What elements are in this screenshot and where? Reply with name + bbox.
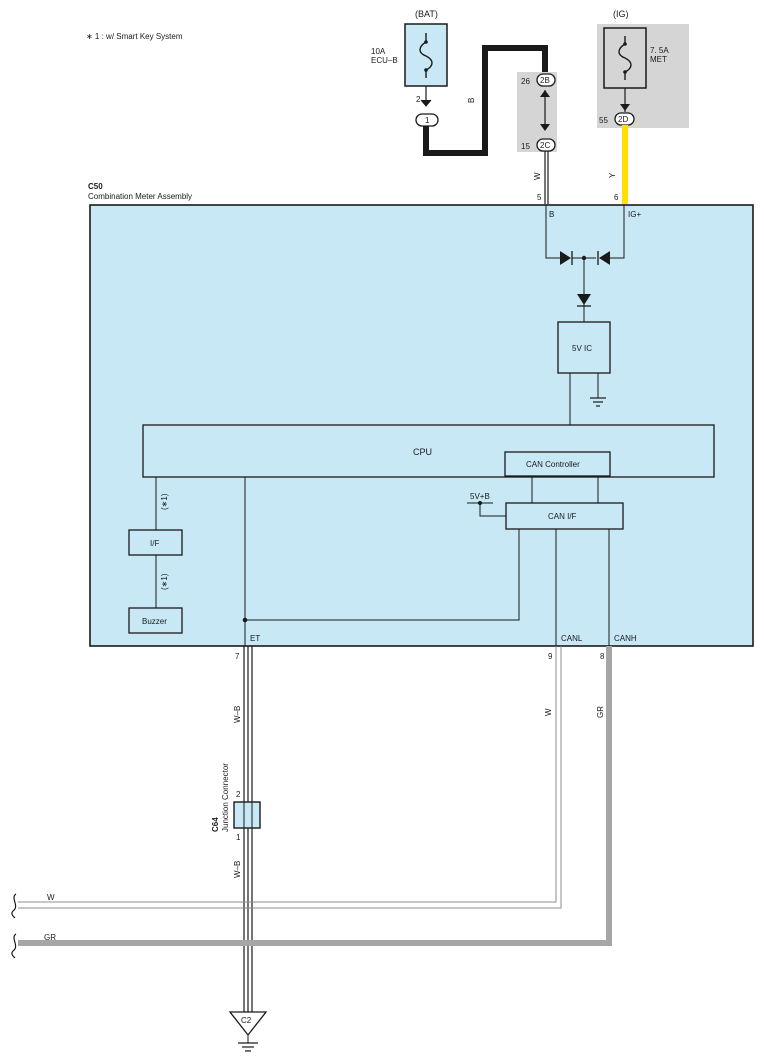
- wire-b-bat: [423, 45, 548, 156]
- junction-code: C64: [211, 817, 220, 832]
- ig-fuse-icon: [618, 36, 632, 80]
- diode-igplus: [599, 251, 610, 265]
- jb-upper-pin: 26: [521, 77, 530, 86]
- wire-color-b: B: [467, 98, 476, 103]
- wire-w-canl: [18, 646, 557, 903]
- jb-lower-connector-id: 2C: [540, 141, 550, 150]
- ground-point-c2: [228, 1011, 268, 1037]
- can-if-label: CAN I/F: [548, 512, 577, 521]
- buzzer-label: Buzzer: [142, 617, 167, 626]
- jb-upper-connector: [536, 73, 556, 87]
- terminal-name-canl: CANL: [561, 634, 583, 643]
- terminal-pin-igplus: 6: [614, 193, 619, 202]
- wire-gr-canh: [18, 646, 612, 946]
- ground-label: C2: [241, 1016, 252, 1025]
- wire-color-wb-upper: W–B: [233, 706, 242, 723]
- option-tag-upper: (∗1): [160, 493, 169, 510]
- bus-break-mark-w: [11, 893, 17, 919]
- option-tag-lower: (∗1): [160, 573, 169, 590]
- diode-b: [560, 251, 571, 265]
- module-name: Combination Meter Assembly: [88, 192, 192, 201]
- bat-fuse-name: ECU–B: [371, 56, 398, 65]
- buzzer-block: [128, 607, 183, 634]
- wire-color-y: Y: [608, 172, 617, 178]
- junction-connector: [233, 801, 261, 829]
- if-label: I/F: [150, 539, 159, 548]
- terminal-name-b: B: [549, 210, 554, 219]
- wire-color-w-canl: W: [544, 708, 553, 716]
- ig-source-label: (IG): [613, 9, 629, 19]
- terminal-name-et: ET: [250, 634, 260, 643]
- bat-pin-number: 2: [416, 95, 421, 104]
- wire-color-gr-canh: GR: [596, 706, 605, 718]
- bat-connector-id: 1: [425, 116, 430, 125]
- terminal-name-canh: CANH: [614, 634, 637, 643]
- junction-pin-top: 2: [236, 790, 241, 799]
- supply-5vb-label: 5V+B: [470, 492, 490, 501]
- bat-source-label: (BAT): [415, 9, 438, 19]
- smart-key-note: ∗ 1 : w/ Smart Key System: [86, 32, 183, 41]
- terminal-pin-canh: 8: [600, 652, 605, 661]
- terminal-pin-et: 7: [235, 652, 240, 661]
- bus-line-low-label: W: [47, 893, 55, 902]
- diode-series: [577, 294, 591, 305]
- ig-connector-id: 2D: [618, 115, 628, 124]
- can-controller-block: [504, 451, 611, 477]
- ig-fuse-name: MET: [650, 55, 667, 64]
- terminal-pin-canl: 9: [548, 652, 553, 661]
- can-controller-label: CAN Controller: [526, 460, 580, 469]
- terminal-name-igplus: IG+: [628, 210, 641, 219]
- bat-fuse-icon: [419, 33, 433, 78]
- terminal-pin-b: 5: [537, 193, 542, 202]
- wire-color-w-b: W: [533, 172, 542, 180]
- junction-pin-bottom: 1: [236, 833, 241, 842]
- jb-lower-pin: 15: [521, 142, 530, 151]
- bus-break-mark-gr: [11, 933, 17, 959]
- ig-pin-number: 55: [599, 116, 608, 125]
- ic-5v-block: [557, 321, 611, 374]
- bat-fuse-rating: 10A: [371, 47, 386, 56]
- junction-name: Junction Connector: [221, 763, 230, 832]
- cpu-label: CPU: [413, 447, 432, 457]
- bus-line-high-label: GR: [44, 933, 56, 942]
- jb-upper-connector-id: 2B: [540, 76, 550, 85]
- jb-lower-connector: [536, 138, 556, 152]
- ic-5v-label: 5V IC: [572, 344, 592, 353]
- cpu-block: [142, 424, 715, 478]
- wire-color-wb-lower: W–B: [233, 861, 242, 878]
- ig-fuse-rating: 7. 5A: [650, 46, 669, 55]
- module-code: C50: [88, 182, 103, 191]
